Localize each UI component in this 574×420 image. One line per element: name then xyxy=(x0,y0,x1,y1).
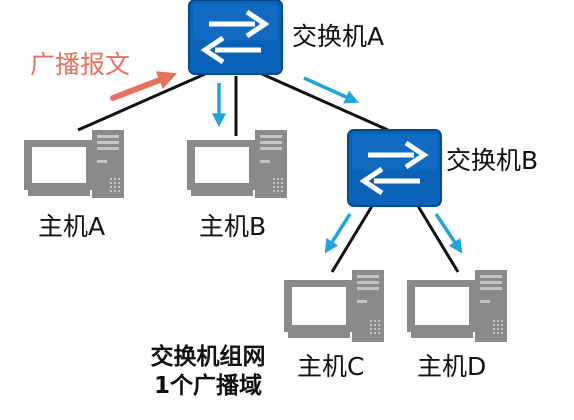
switch-a-icon xyxy=(188,0,283,75)
flow-arrow-to-host-d xyxy=(434,213,463,254)
link-switch-b-host-c xyxy=(330,205,374,273)
host-d-label: 主机D xyxy=(417,352,487,381)
flow-arrow-to-host-c xyxy=(324,213,352,254)
flow-arrow-to-switch-b xyxy=(303,76,359,104)
host-d-icon xyxy=(407,270,507,342)
host-a-label: 主机A xyxy=(38,212,106,241)
broadcast-flow-layer xyxy=(212,76,463,254)
host-c-label: 主机C xyxy=(297,352,365,381)
diagram-caption: 交换机组网 1个广播域 xyxy=(108,343,308,401)
link-switch-b-host-d xyxy=(416,205,460,273)
link-switch-a-host-a xyxy=(77,72,206,132)
host-b-label: 主机B xyxy=(199,212,267,241)
host-a-icon xyxy=(24,130,124,198)
link-layer xyxy=(77,72,460,273)
broadcast-packet-label: 广播报文 xyxy=(30,50,131,79)
caption-line-1: 交换机组网 xyxy=(150,344,266,370)
caption-line-2: 1个广播域 xyxy=(153,373,262,399)
host-b-icon xyxy=(187,130,287,198)
switch-a-label: 交换机A xyxy=(292,22,385,51)
switch-b-label: 交换机B xyxy=(446,146,539,175)
link-switch-a-switch-b xyxy=(261,72,389,132)
broadcast-incoming-arrow xyxy=(110,71,178,101)
switch-b-icon xyxy=(347,129,442,207)
host-c-icon xyxy=(284,270,384,342)
